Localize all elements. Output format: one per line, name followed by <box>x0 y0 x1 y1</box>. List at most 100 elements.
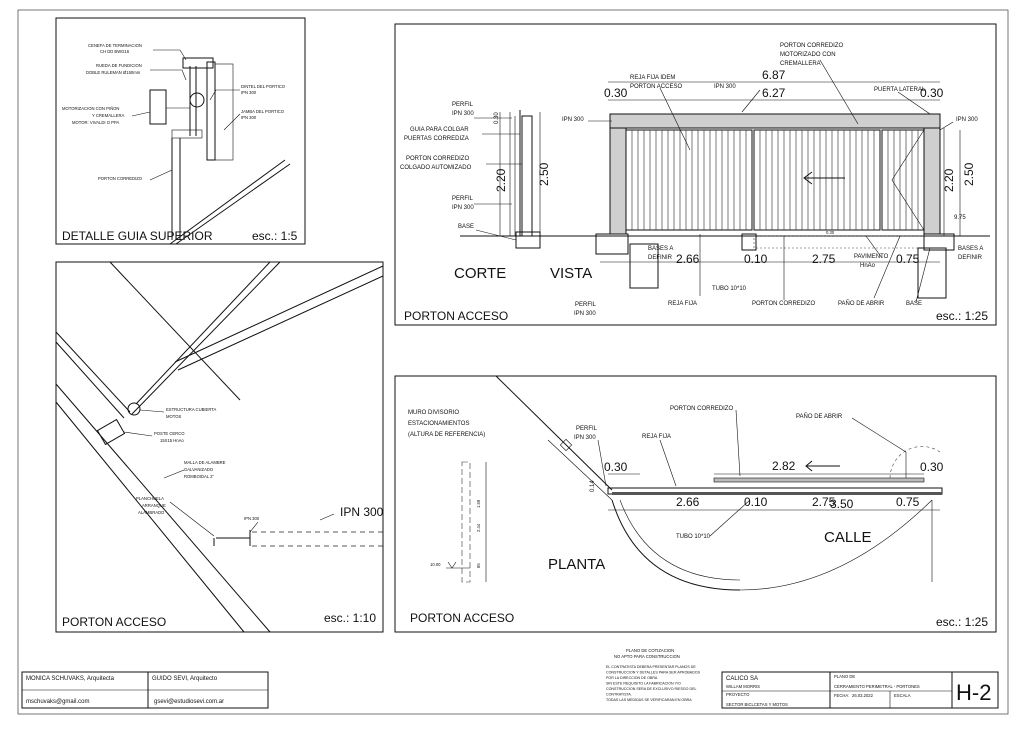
panel-scale: esc.: 1:25 <box>936 615 988 629</box>
dim-030a: 0.30 <box>604 86 628 100</box>
sheet-border <box>17 9 1009 715</box>
panel-scale: esc.: 1:5 <box>252 229 298 243</box>
label-pavimento-1: PAVIMENTO <box>854 254 889 260</box>
label-calle: CALLE <box>824 529 872 546</box>
label-perfil-a2: IPN 300 <box>452 111 474 117</box>
dim-350: 3.50 <box>830 497 854 511</box>
label-bases-3: BASES A <box>958 246 983 252</box>
note-line: SIN ESTE REQUISITO LA FABRICACION Y/O <box>606 682 681 686</box>
label-guia-1: GUIA PARA COLGAR <box>410 127 469 133</box>
panel-corte-vista: PERFIL IPN 300 GUIA PARA COLGAR PUERTAS … <box>394 23 997 326</box>
panel-title: PORTON ACCESO <box>62 615 166 629</box>
label-muro-1: MURO DIVISORIO <box>408 410 459 416</box>
note-line: POR LA DIRECCION DE OBRA. <box>606 676 658 680</box>
plano-label: PLANO DE <box>834 674 855 679</box>
dim-266: 2.66 <box>676 252 700 266</box>
label-malla-2: GALVANIZADO <box>184 467 214 472</box>
label-perfil-1: PERFIL <box>576 426 598 432</box>
label-poste-2: 15X15 HnAo <box>160 438 184 443</box>
label-reja-fija: REJA FIJA <box>668 301 697 307</box>
label-cenefa-1: CENEFA DE TERMINACION <box>88 43 142 48</box>
dim-250b: 2.50 <box>962 162 976 186</box>
note-title-1: PLANO DE COTIZACION <box>626 648 674 653</box>
label-rueda-2: DOBLE RULEMAN Ø150mm <box>86 70 141 75</box>
label-puerta-lateral: PUERTA LATERAL <box>874 87 926 93</box>
label-ipn-300: IPN 300 <box>340 505 384 519</box>
escala-label: ESCALA <box>894 693 911 698</box>
dim-687: 6.87 <box>762 68 786 82</box>
label-planchuela-3: ALAMBRADO <box>138 510 165 515</box>
label-muro-3: (ALTURA DE REFERENCIA) <box>408 432 485 438</box>
label-perfil-b1: PERFIL <box>452 196 474 202</box>
sheet-number: H-2 <box>956 680 991 705</box>
panel-title: DETALLE GUIA SUPERIOR <box>62 229 213 243</box>
label-porton-corredizo: PORTON CORREDIZO <box>752 301 815 307</box>
label-dintel-2: IPN 300 <box>241 90 257 95</box>
note-line: EL CONTRATISTA DEBERA PRESENTAR PLANOS D… <box>606 665 696 669</box>
label-planchuela-1: PLANCHUELA <box>136 496 164 501</box>
email-1: mschuvaks@gmail.com <box>26 699 89 705</box>
label-perfil-a1: PERFIL <box>452 102 474 108</box>
label-malla-1: MALLA DE ALAMBRE <box>184 460 226 465</box>
label-guia-2: PUERTAS CORREDIZA <box>404 136 469 142</box>
label-estructura-2: MOTOS <box>166 414 181 419</box>
label-pano-abrir: PAÑO DE ABRIR <box>796 413 843 420</box>
label-reja-fija: REJA FIJA <box>642 434 671 440</box>
dim-030b: 0.30 <box>920 460 944 474</box>
panel-title: PORTON ACCESO <box>410 611 514 625</box>
panel-detalle-poste: ESTRUCTURA CUBIERTA MOTOS POSTE CERCO 15… <box>55 261 384 633</box>
label-estructura-1: ESTRUCTURA CUBIERTA <box>166 407 217 412</box>
client-address: WILLAM MORRIS <box>726 684 760 689</box>
dim-030a: 0.30 <box>604 460 628 474</box>
note-line: CONTRATISTA. <box>606 693 632 697</box>
label-corte: CORTE <box>454 265 506 282</box>
dim-975: 9.75 <box>954 215 966 221</box>
panel-planta: MURO DIVISORIO ESTACIONAMIENTOS (ALTURA … <box>394 375 997 633</box>
note-line: TODAS LAS MEDIDAS SE VERIFICARAN EN OBRA <box>606 698 692 702</box>
proyecto-label: PROYECTO <box>726 692 750 697</box>
dim-030b: 0.30 <box>920 86 944 100</box>
client-name: CALICO SA <box>726 676 758 682</box>
email-2: gsevi@estudiosevi.com.ar <box>154 699 224 705</box>
dim-220a: 2.20 <box>494 168 508 192</box>
label-muro-2: ESTACIONAMIENTOS <box>408 421 469 427</box>
label-pcolg-1: PORTON CORREDIZO <box>406 156 469 162</box>
label-tubo: TUBO 10*10 <box>676 534 711 540</box>
label-jamba-2: IPN 300 <box>241 115 257 120</box>
label-motor-3: MOTOR: VIVALDI O PPA <box>72 120 119 125</box>
label-planchuela-2: ARRANQUE <box>142 503 166 508</box>
fecha-value: 26.03.2022 <box>852 693 874 698</box>
label-base: BASE <box>458 224 474 230</box>
label-perfil-c1: PERFIL <box>575 302 597 308</box>
dim-266: 2.66 <box>676 495 700 509</box>
label-bases-2: DEFINIR <box>648 255 673 261</box>
label-base-2: BASE <box>906 301 922 307</box>
dim-v3: 85 <box>476 563 481 568</box>
note-lines: EL CONTRATISTA DEBERA PRESENTAR PLANOS D… <box>606 665 701 702</box>
label-porton-acceso-small: PORTON ACCESO <box>630 84 682 90</box>
dim-010: 0.10 <box>744 252 768 266</box>
dim-282: 2.82 <box>772 459 796 473</box>
architect-1: MONICA SCHUVAKS, Arquitecta <box>26 676 115 682</box>
dim-030c: 0.30 <box>494 112 500 124</box>
panel-scale: esc.: 1:25 <box>936 309 988 323</box>
fecha-label: FECHA: <box>834 693 849 698</box>
label-ipn-small: IPN 300 <box>244 516 260 521</box>
proyecto-value: SECTOR BICLCETAS Y MOTOS <box>726 702 788 707</box>
note-line: CONSTRUCCION Y DETALLES PARA SER APROBAD… <box>606 671 701 675</box>
label-ipn-right: IPN 300 <box>956 117 978 123</box>
title-block: MONICA SCHUVAKS, Arquitecta GUIDO SEVI, … <box>21 648 999 709</box>
label-reja-idem: REJA FIJA IDEM <box>630 75 675 81</box>
dim-220b: 2.20 <box>942 168 956 192</box>
dim-010: 0.10 <box>744 495 768 509</box>
dim-030d: 0.30 <box>826 230 835 235</box>
label-ipn-left: IPN 300 <box>562 117 584 123</box>
label-pcm-2: MOTORIZADO CON <box>780 52 836 58</box>
label-bases-1: BASES A <box>648 246 673 252</box>
label-pcm-3: CREMALLERA <box>780 61 821 67</box>
plano-value: CERRAMIENTO PERIMETRAL - PORTONES <box>834 684 920 689</box>
note-title-2: NO APTO PARA CONSTRUCCION <box>614 654 680 659</box>
label-bases-4: DEFINIR <box>958 255 983 261</box>
dim-250a: 2.50 <box>537 162 551 186</box>
